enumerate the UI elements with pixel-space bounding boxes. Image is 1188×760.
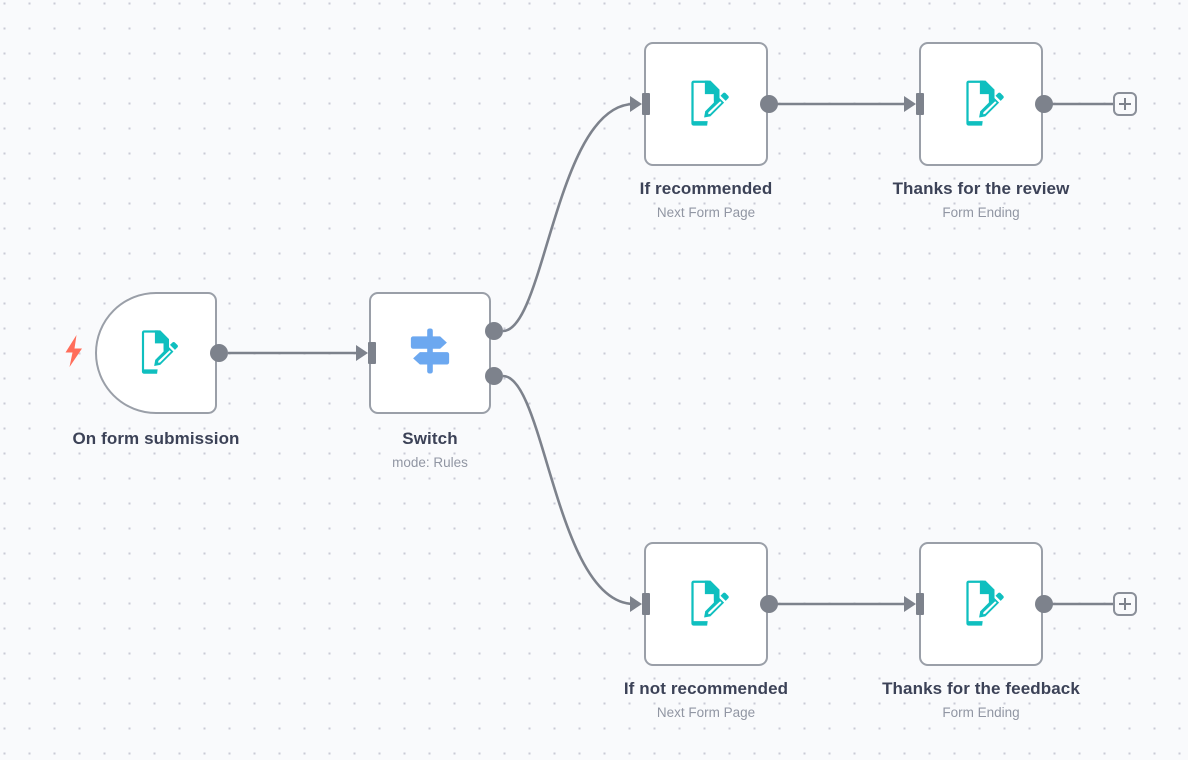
output-endpoint-switch-0[interactable] xyxy=(485,322,503,340)
output-endpoint-switch-1[interactable] xyxy=(485,367,503,385)
signpost-switch-icon xyxy=(403,324,457,383)
input-port-if-not-recommended[interactable] xyxy=(630,593,650,615)
label-if-not-recommended: If not recommended Next Form Page xyxy=(586,678,826,723)
input-arrow-icon xyxy=(904,596,916,612)
form-document-pencil-icon xyxy=(679,75,733,134)
node-title: Thanks for the review xyxy=(892,179,1070,198)
input-port-thanks-for-the-feedback[interactable] xyxy=(904,593,924,615)
input-bar-icon xyxy=(368,342,376,364)
add-node-after-thanks-for-the-feedback-button[interactable] xyxy=(1113,592,1137,616)
node-switch[interactable] xyxy=(369,292,491,414)
label-thanks-for-the-review: Thanks for the review Form Ending xyxy=(861,178,1101,223)
plus-icon-vertical xyxy=(1124,98,1126,110)
node-subtitle: Form Ending xyxy=(942,205,1020,220)
output-endpoint-thanks-for-the-review[interactable] xyxy=(1035,95,1053,113)
input-port-if-recommended[interactable] xyxy=(630,93,650,115)
input-port-thanks-for-the-review[interactable] xyxy=(904,93,924,115)
label-thanks-for-the-feedback: Thanks for the feedback Form Ending xyxy=(861,678,1101,723)
label-if-recommended: If recommended Next Form Page xyxy=(586,178,826,223)
trigger-bolt-icon xyxy=(62,334,86,373)
label-switch: Switch mode: Rules xyxy=(310,428,550,473)
output-endpoint-if-not-recommended[interactable] xyxy=(760,595,778,613)
node-title: On form submission xyxy=(72,429,240,448)
node-thanks-for-the-review[interactable] xyxy=(919,42,1043,166)
node-title: Switch xyxy=(402,429,458,448)
input-port-switch[interactable] xyxy=(356,342,376,364)
form-document-pencil-icon xyxy=(130,325,182,382)
node-if-not-recommended[interactable] xyxy=(644,542,768,666)
input-bar-icon xyxy=(642,93,650,115)
node-title: If recommended xyxy=(639,179,773,198)
input-arrow-icon xyxy=(356,345,368,361)
node-subtitle: mode: Rules xyxy=(392,455,468,470)
plus-icon-vertical xyxy=(1124,598,1126,610)
output-endpoint-on-form-submission[interactable] xyxy=(210,344,228,362)
input-arrow-icon xyxy=(630,96,642,112)
output-endpoint-if-recommended[interactable] xyxy=(760,95,778,113)
edge-switch-to-if-not-recommended xyxy=(502,374,635,606)
node-on-form-submission[interactable] xyxy=(95,292,217,414)
input-bar-icon xyxy=(916,593,924,615)
node-if-recommended[interactable] xyxy=(644,42,768,166)
node-subtitle: Next Form Page xyxy=(656,205,756,220)
node-thanks-for-the-feedback[interactable] xyxy=(919,542,1043,666)
input-bar-icon xyxy=(642,593,650,615)
label-on-form-submission: On form submission xyxy=(36,428,276,450)
node-subtitle: Form Ending xyxy=(942,705,1020,720)
input-arrow-icon xyxy=(904,96,916,112)
form-document-pencil-icon xyxy=(679,575,733,634)
node-subtitle: Next Form Page xyxy=(656,705,756,720)
add-node-after-thanks-for-the-review-button[interactable] xyxy=(1113,92,1137,116)
input-bar-icon xyxy=(916,93,924,115)
node-title: Thanks for the feedback xyxy=(882,679,1080,698)
node-title: If not recommended xyxy=(623,679,789,698)
input-arrow-icon xyxy=(630,596,642,612)
form-document-pencil-icon xyxy=(954,75,1008,134)
output-endpoint-thanks-for-the-feedback[interactable] xyxy=(1035,595,1053,613)
form-document-pencil-icon xyxy=(954,575,1008,634)
